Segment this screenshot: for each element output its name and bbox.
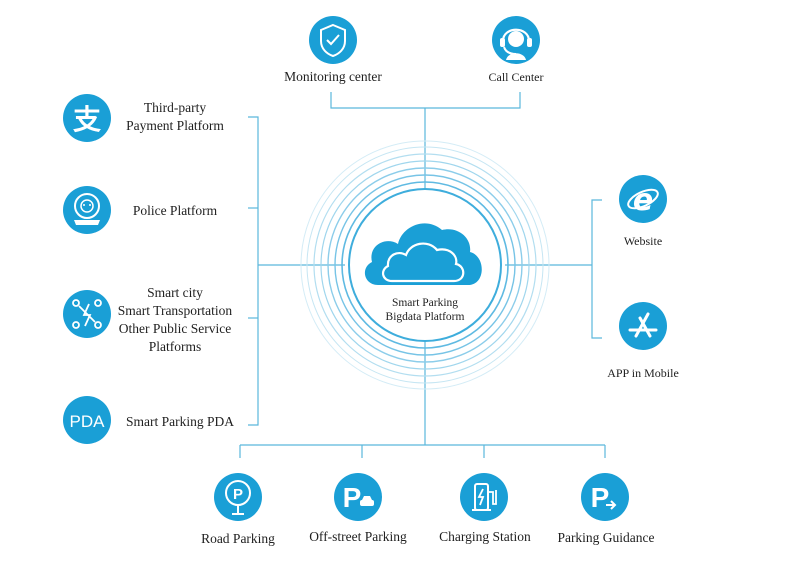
smart-city-line-4: Platforms xyxy=(148,339,202,354)
shield-check-icon xyxy=(309,16,357,64)
internet-explorer-icon: e xyxy=(619,175,667,223)
left-bracket xyxy=(248,116,259,426)
pda-line-1: Smart Parking PDA xyxy=(126,414,234,429)
center-platform-label: Smart Parking Bigdata Platform xyxy=(355,296,495,324)
node-smart-parking-pda: Smart Parking PDA xyxy=(114,413,246,431)
cloud-icon xyxy=(364,223,482,285)
center-line-1: Smart Parking xyxy=(391,297,459,309)
alipay-icon: 支 xyxy=(63,94,111,142)
svg-text:支: 支 xyxy=(73,103,101,136)
svg-text:P: P xyxy=(591,482,610,513)
right-bracket xyxy=(591,199,602,339)
center-line-2: Bigdata Platform xyxy=(385,311,465,323)
top-bracket xyxy=(330,92,521,109)
headset-icon xyxy=(492,16,540,64)
node-parking-guidance: Parking Guidance xyxy=(557,530,655,545)
node-call-center: Call Center xyxy=(488,70,544,84)
pda-icon-text: PDA xyxy=(70,412,106,431)
network-icon xyxy=(63,290,111,338)
police-badge-icon xyxy=(63,186,111,234)
parking-guidance-icon: P xyxy=(581,473,629,521)
svg-text:P: P xyxy=(233,486,243,503)
smart-city-line-3: Other Public Service xyxy=(118,321,232,336)
third-party-line-1: Third-party xyxy=(143,100,207,115)
charging-station-icon xyxy=(460,473,508,521)
node-police-platform: Police Platform xyxy=(110,202,240,220)
app-store-icon xyxy=(619,302,667,350)
third-party-line-2: Payment Platform xyxy=(126,118,224,133)
node-off-street-parking: Off-street Parking xyxy=(309,529,407,544)
parking-sign-icon: P xyxy=(214,473,262,521)
node-app-in-mobile: APP in Mobile xyxy=(607,366,679,380)
smart-city-line-2: Smart Transportation xyxy=(117,303,233,318)
node-monitoring-center: Monitoring center xyxy=(284,69,382,84)
node-charging-station: Charging Station xyxy=(439,529,531,544)
svg-text:P: P xyxy=(343,482,362,513)
smart-city-line-1: Smart city xyxy=(147,285,203,300)
pda-icon: PDA xyxy=(63,396,111,444)
parking-car-icon: P xyxy=(334,473,382,521)
node-third-party-payment: Third-party Payment Platform xyxy=(110,99,240,135)
node-website: Website xyxy=(623,234,663,248)
police-line-1: Police Platform xyxy=(132,203,218,218)
node-smart-city: Smart city Smart Transportation Other Pu… xyxy=(108,284,242,356)
svg-text:e: e xyxy=(633,183,653,218)
node-road-parking: Road Parking xyxy=(201,531,275,546)
